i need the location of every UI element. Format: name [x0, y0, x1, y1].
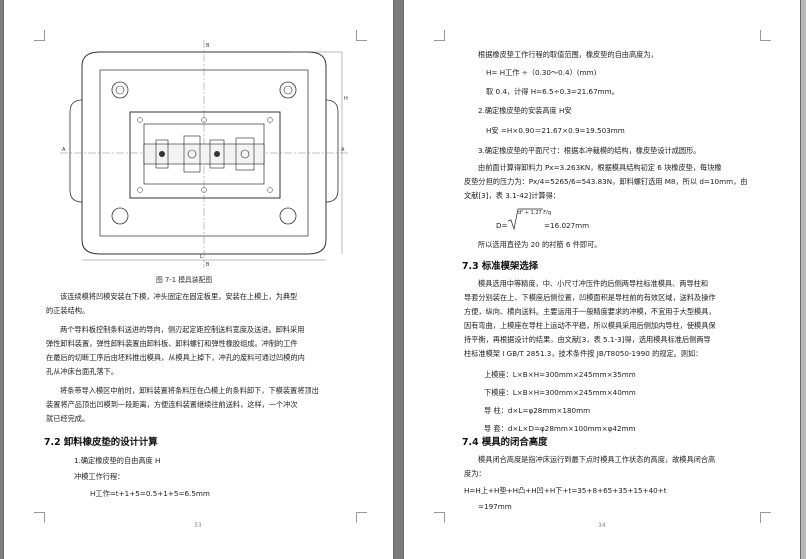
paragraph-line: 文献[3]，表 3.1-42]计算得：: [464, 191, 560, 200]
dimension-label-l: L: [200, 254, 203, 260]
paragraph-line: 孔从冲床台面孔落下。: [46, 367, 118, 376]
figure-caption: 图 7-1 模具装配图: [156, 276, 213, 284]
dimension-label-h: H: [344, 96, 348, 102]
paragraph-line: 柱标准模架 I GB/T 2851.3，技术条件按 JB/T8050-1990 …: [464, 349, 703, 358]
paragraph-line: 因有弯曲，上模座在导柱上运动不平稳，所以模具采用后侧加内导柱，使模具保: [464, 321, 716, 330]
list-item: 冲模工作行程：: [74, 472, 125, 481]
paragraph-line: 由前面计算得卸料力 Px=3.263KN，根据模具结构初定 6 块橡皮垫，每块橡: [478, 163, 722, 172]
list-item: 1.确定橡皮垫的自由高度 H: [74, 456, 161, 465]
section-label-b-bottom: B: [206, 262, 210, 268]
formula: H安 =H×0.90＝21.67×0.9=19.503mm: [486, 126, 625, 135]
section-label-b-top: B: [206, 43, 210, 49]
paragraph-line: 就已经完成。: [46, 414, 90, 423]
paragraph-line: 的正装结构。: [46, 306, 90, 315]
paragraph-line: 所以选用直径为 20 的衬筋 6 件即可。: [478, 240, 602, 249]
paragraph-line: 该连续模将凹模安装在下模，冲头固定在固定板里，安装在上模上，为典型: [60, 292, 298, 301]
formula-d-result: =16.027mm: [544, 221, 590, 230]
square-root-sign-icon: [507, 208, 543, 231]
crop-mark: [34, 30, 45, 41]
paragraph-line: 模具闭合高度是指冲床运行到最下点时模具工作状态的高度，故模具闭合高: [478, 455, 716, 464]
paragraph-line: 在最后的切断工序后由坯料推出模具，从模具上掉下，冲孔的废料可通过凹模的内: [46, 353, 305, 362]
right-scrollbar[interactable]: [800, 0, 806, 559]
formula-d-prefix: D=: [496, 221, 508, 230]
crop-mark: [34, 512, 45, 523]
paragraph-line: 导套分别装在上、下模座后侧位置，凹模面积是导柱前的有效区域，送料及操作: [464, 293, 716, 302]
formula-result: =197mm: [478, 502, 512, 511]
spec-lower-die-seat: 下模座：L×B×H=300mm×245mm×40mm: [484, 388, 636, 397]
formula: H=H上+H垫+H凸+H凹+H下+t=35+8+65+35+15+40+t: [464, 486, 667, 495]
paragraph-line: 持平衡，再根据设计的结果，由文献[3，表 5.1-3]得，选用模具标准后侧两导: [464, 335, 711, 344]
spec-guide-pillar: 导 柱：d×L=φ28mm×180mm: [484, 406, 591, 415]
formula: H= H工作 ÷（0.30～0.4）(mm): [486, 68, 597, 77]
document-page-left: A A B B H L 图 7-1 模具装配图 该连续模将凹模安装在下模，冲头固…: [4, 0, 393, 559]
formula: H工作=t+1+5=0.5+1+5=6.5mm: [90, 489, 210, 498]
formula-d-radicand: d² + 1.27 F/q: [518, 210, 552, 216]
section-heading-7-4: 7.4 模具的闭合高度: [462, 437, 548, 448]
section-label-a-right: A: [341, 147, 345, 153]
paragraph-line: 方便，纵向、横向送料。主要运用于一般精度要求的冲模，不宜用于大型模具，: [464, 307, 716, 316]
paragraph-line: 将条带导入模区中前时，卸料装置将条料压在凸模上的条料卸下，下模装置将顶出: [60, 386, 319, 395]
crop-mark: [434, 512, 445, 523]
paragraph-line: 装置将产品顶出凹模到一段距离，方便连料装置继续往前送料，这样，一个冲次: [46, 400, 298, 409]
page-number: 34: [598, 522, 606, 529]
paragraph-line: 取 0.4，计得 H=6.5÷0.3=21.67mm。: [486, 87, 619, 96]
spec-upper-die-seat: 上模座：L×B×H=300mm×245mm×35mm: [484, 370, 636, 379]
paragraph-line: 两个导料板控制条料送进的导向，侧刃起定距控制送料宽度及送进。卸料采用: [60, 325, 305, 334]
crop-mark: [356, 30, 367, 41]
list-item: 2.确定橡皮垫的安装高度 H安: [478, 106, 572, 115]
crop-mark: [760, 30, 771, 41]
paragraph-line: 模具选用中等精度，中、小尺寸冲压件的后侧两导柱标准模具、两导柱和: [478, 279, 709, 288]
spec-guide-sleeve: 导 套：d×L×D=φ28mm×100mm×φ42mm: [484, 424, 636, 433]
crop-mark: [434, 30, 445, 41]
page-number: 33: [194, 522, 202, 529]
section-label-a-left: A: [62, 147, 66, 153]
paragraph-line: 根据橡皮垫工作行程的取值范围，橡皮垫的自由高度为，: [478, 50, 658, 59]
mold-assembly-drawing: A A B B H L: [60, 40, 348, 268]
crop-mark: [356, 512, 367, 523]
document-page-right: 根据橡皮垫工作行程的取值范围，橡皮垫的自由高度为， H= H工作 ÷（0.30～…: [404, 0, 800, 559]
page-gap: [393, 0, 404, 559]
crop-mark: [760, 512, 771, 523]
list-item: 3.确定橡皮垫的平面尺寸：根据本冲裁模的结构，橡皮垫设计成圆形。: [478, 146, 701, 155]
section-heading-7-2: 7.2 卸料橡皮垫的设计计算: [44, 437, 158, 448]
paragraph-line: 皮垫分担的压力为：Px/4=5265/6=543.83N，卸料螺钉选用 M8，所…: [464, 177, 748, 186]
paragraph-line: 度为：: [464, 469, 486, 478]
section-heading-7-3: 7.3 标准模架选择: [462, 261, 539, 272]
paragraph-line: 弹性卸料装置，弹性卸料装置由卸料板、卸料螺钉和弹性橡胶组成。冲制的工件: [46, 339, 298, 348]
